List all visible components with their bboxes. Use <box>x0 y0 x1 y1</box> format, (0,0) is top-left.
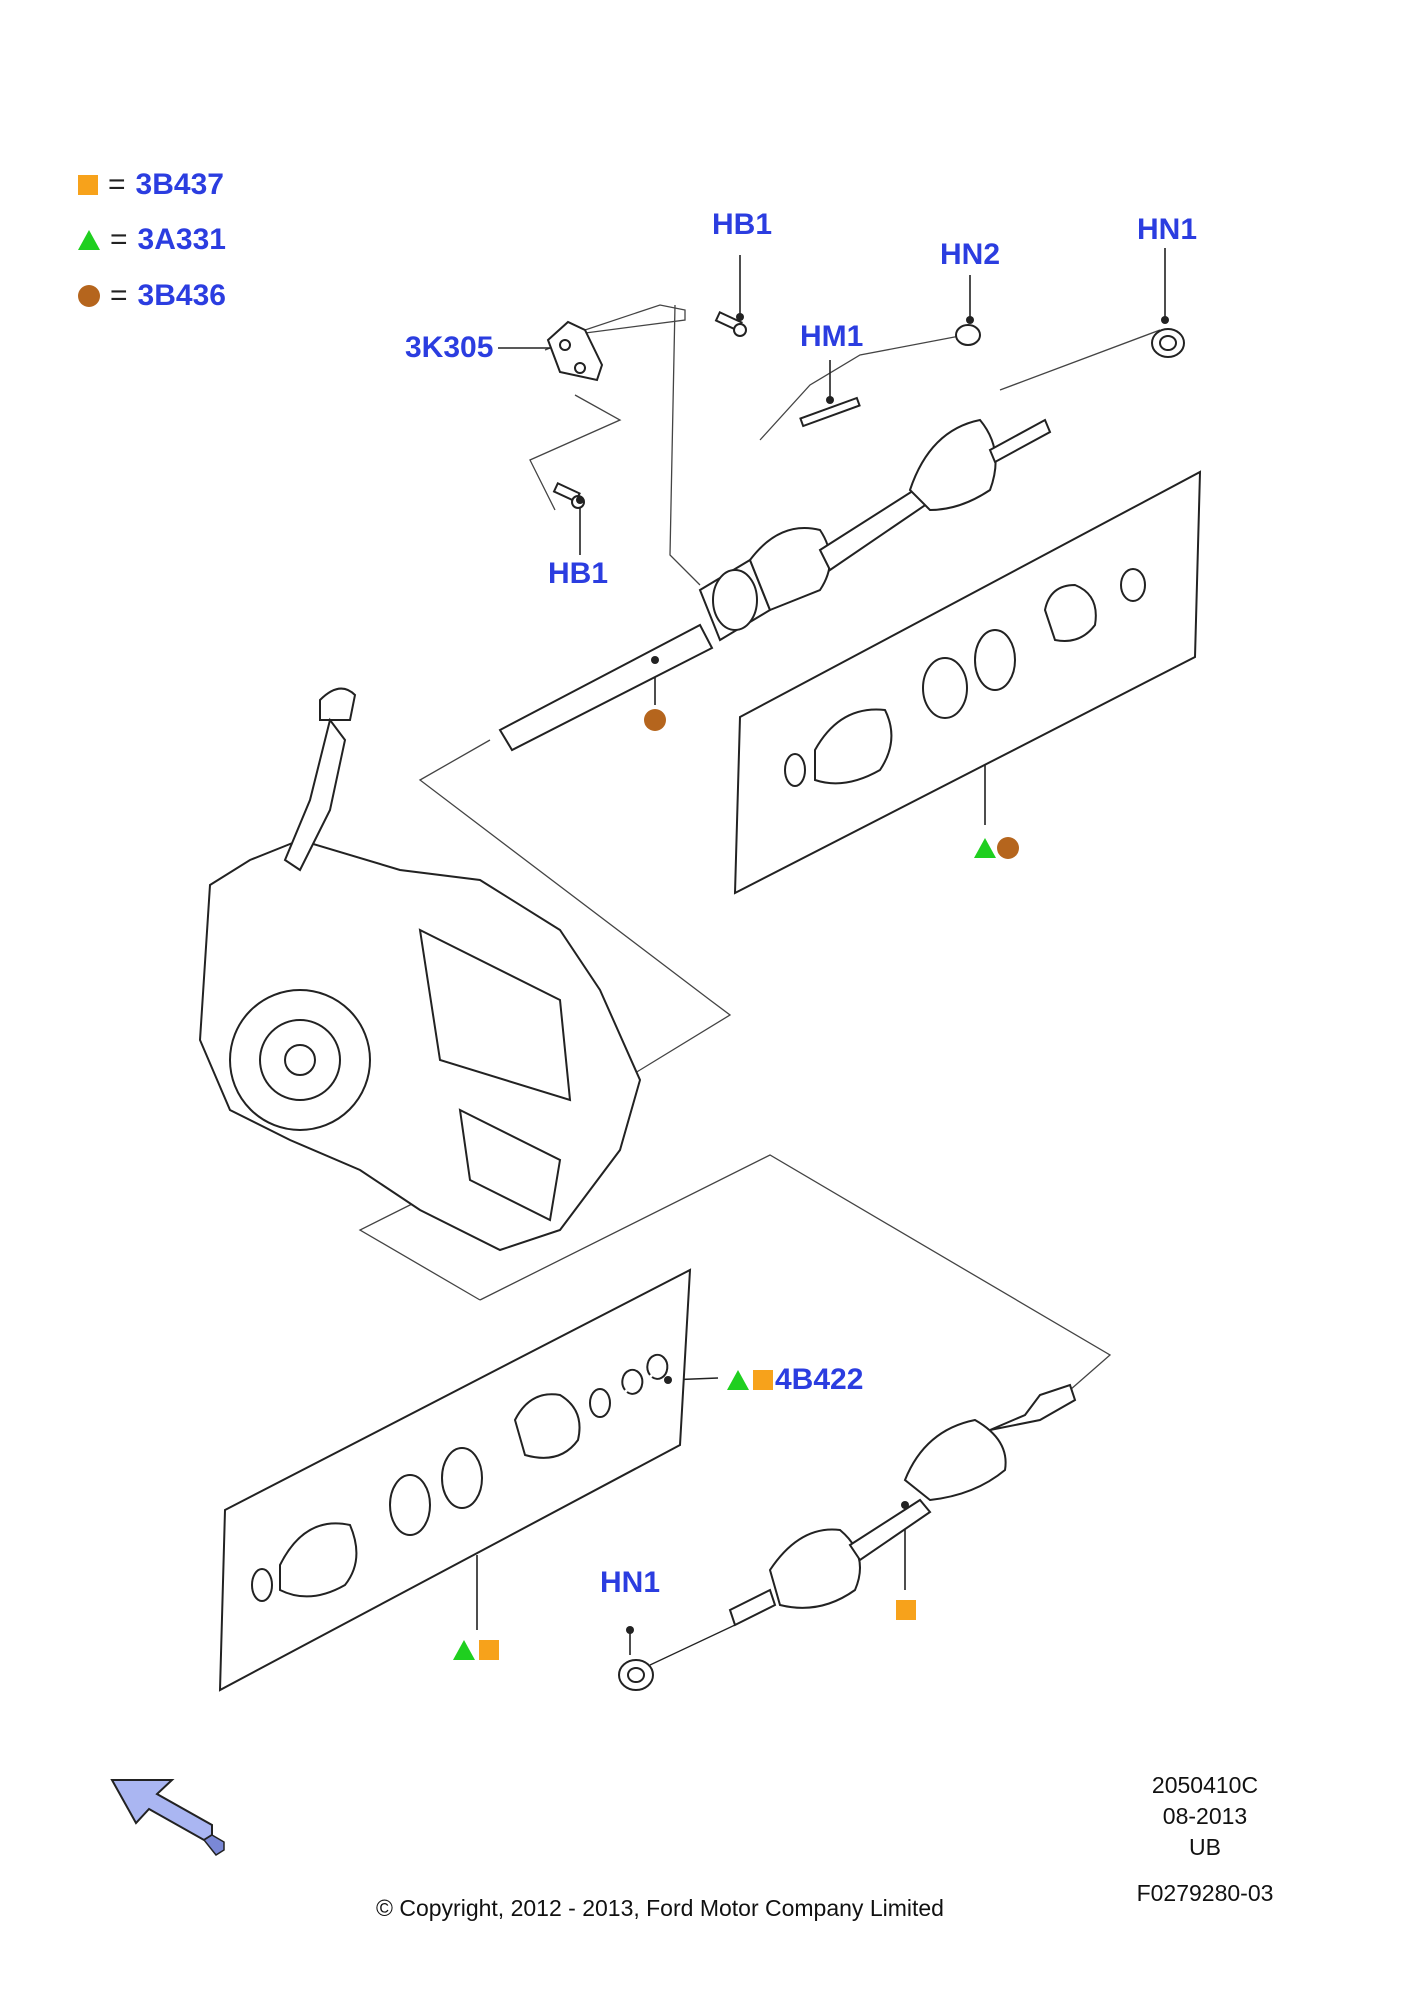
callout-lines <box>358 304 1161 1391</box>
label-hn1-top: HN1 <box>1137 213 1198 246</box>
brown-circle-icon <box>644 709 666 731</box>
label-hn2: HN2 <box>940 238 1001 271</box>
nut-hn1-top <box>1151 328 1185 358</box>
legend-equals: = <box>110 279 128 312</box>
orange-square-icon <box>753 1370 773 1390</box>
transmission-housing <box>198 687 642 1252</box>
legend-code: 3A331 <box>137 223 226 256</box>
label-3k305: 3K305 <box>405 331 494 364</box>
orange-square-icon <box>479 1640 499 1660</box>
brown-circle-icon <box>78 285 100 307</box>
diagram-meta: 2050410C 08-2013 UB <box>1120 1770 1290 1863</box>
diagram-date: 08-2013 <box>1162 1803 1248 1830</box>
figure-number: F0279280-03 <box>1136 1880 1274 1906</box>
diagram-region: UB <box>1189 1834 1221 1861</box>
green-triangle-icon <box>727 1370 749 1390</box>
label-4b422: 4B422 <box>775 1363 864 1396</box>
bolt-hb1-mid <box>552 481 585 509</box>
label-hb1-mid: HB1 <box>548 557 609 590</box>
label-hb1-top: HB1 <box>712 208 773 241</box>
legend-row-3b437: = 3B437 <box>78 165 224 205</box>
diagram-ref: 2050410C <box>1151 1772 1259 1798</box>
legend-equals: = <box>108 168 126 201</box>
legend-row-3b436: = 3B436 <box>78 276 226 316</box>
label-hm1: HM1 <box>800 320 864 353</box>
legend-code: 3B436 <box>137 279 226 312</box>
upper-driveshaft <box>498 418 1052 752</box>
nut-hn2 <box>955 324 981 346</box>
lower-driveshaft <box>728 1383 1077 1627</box>
green-triangle-icon <box>453 1640 475 1660</box>
orange-square-icon <box>78 175 98 195</box>
bolt-hb1-top <box>714 310 747 337</box>
orange-square-icon <box>896 1600 916 1620</box>
lower-kit-panel <box>218 1268 692 1692</box>
legend-equals: = <box>110 223 128 256</box>
label-hn1-bottom: HN1 <box>600 1566 661 1599</box>
green-triangle-icon <box>78 230 100 250</box>
copyright-notice: © Copyright, 2012 - 2013, Ford Motor Com… <box>376 1895 944 1921</box>
legend-row-3a331: = 3A331 <box>78 220 226 260</box>
leader-lines <box>476 248 1166 1655</box>
direction-arrow-icon <box>110 1779 225 1856</box>
brown-circle-icon <box>997 837 1019 859</box>
nut-hn1-bottom <box>618 1659 654 1691</box>
pin-hm1 <box>799 396 861 428</box>
bracket-3k305 <box>546 320 604 382</box>
legend-code: 3B437 <box>135 168 224 201</box>
upper-kit-parts <box>784 568 1146 787</box>
lower-kit-parts <box>251 1353 669 1602</box>
green-triangle-icon <box>974 838 996 858</box>
